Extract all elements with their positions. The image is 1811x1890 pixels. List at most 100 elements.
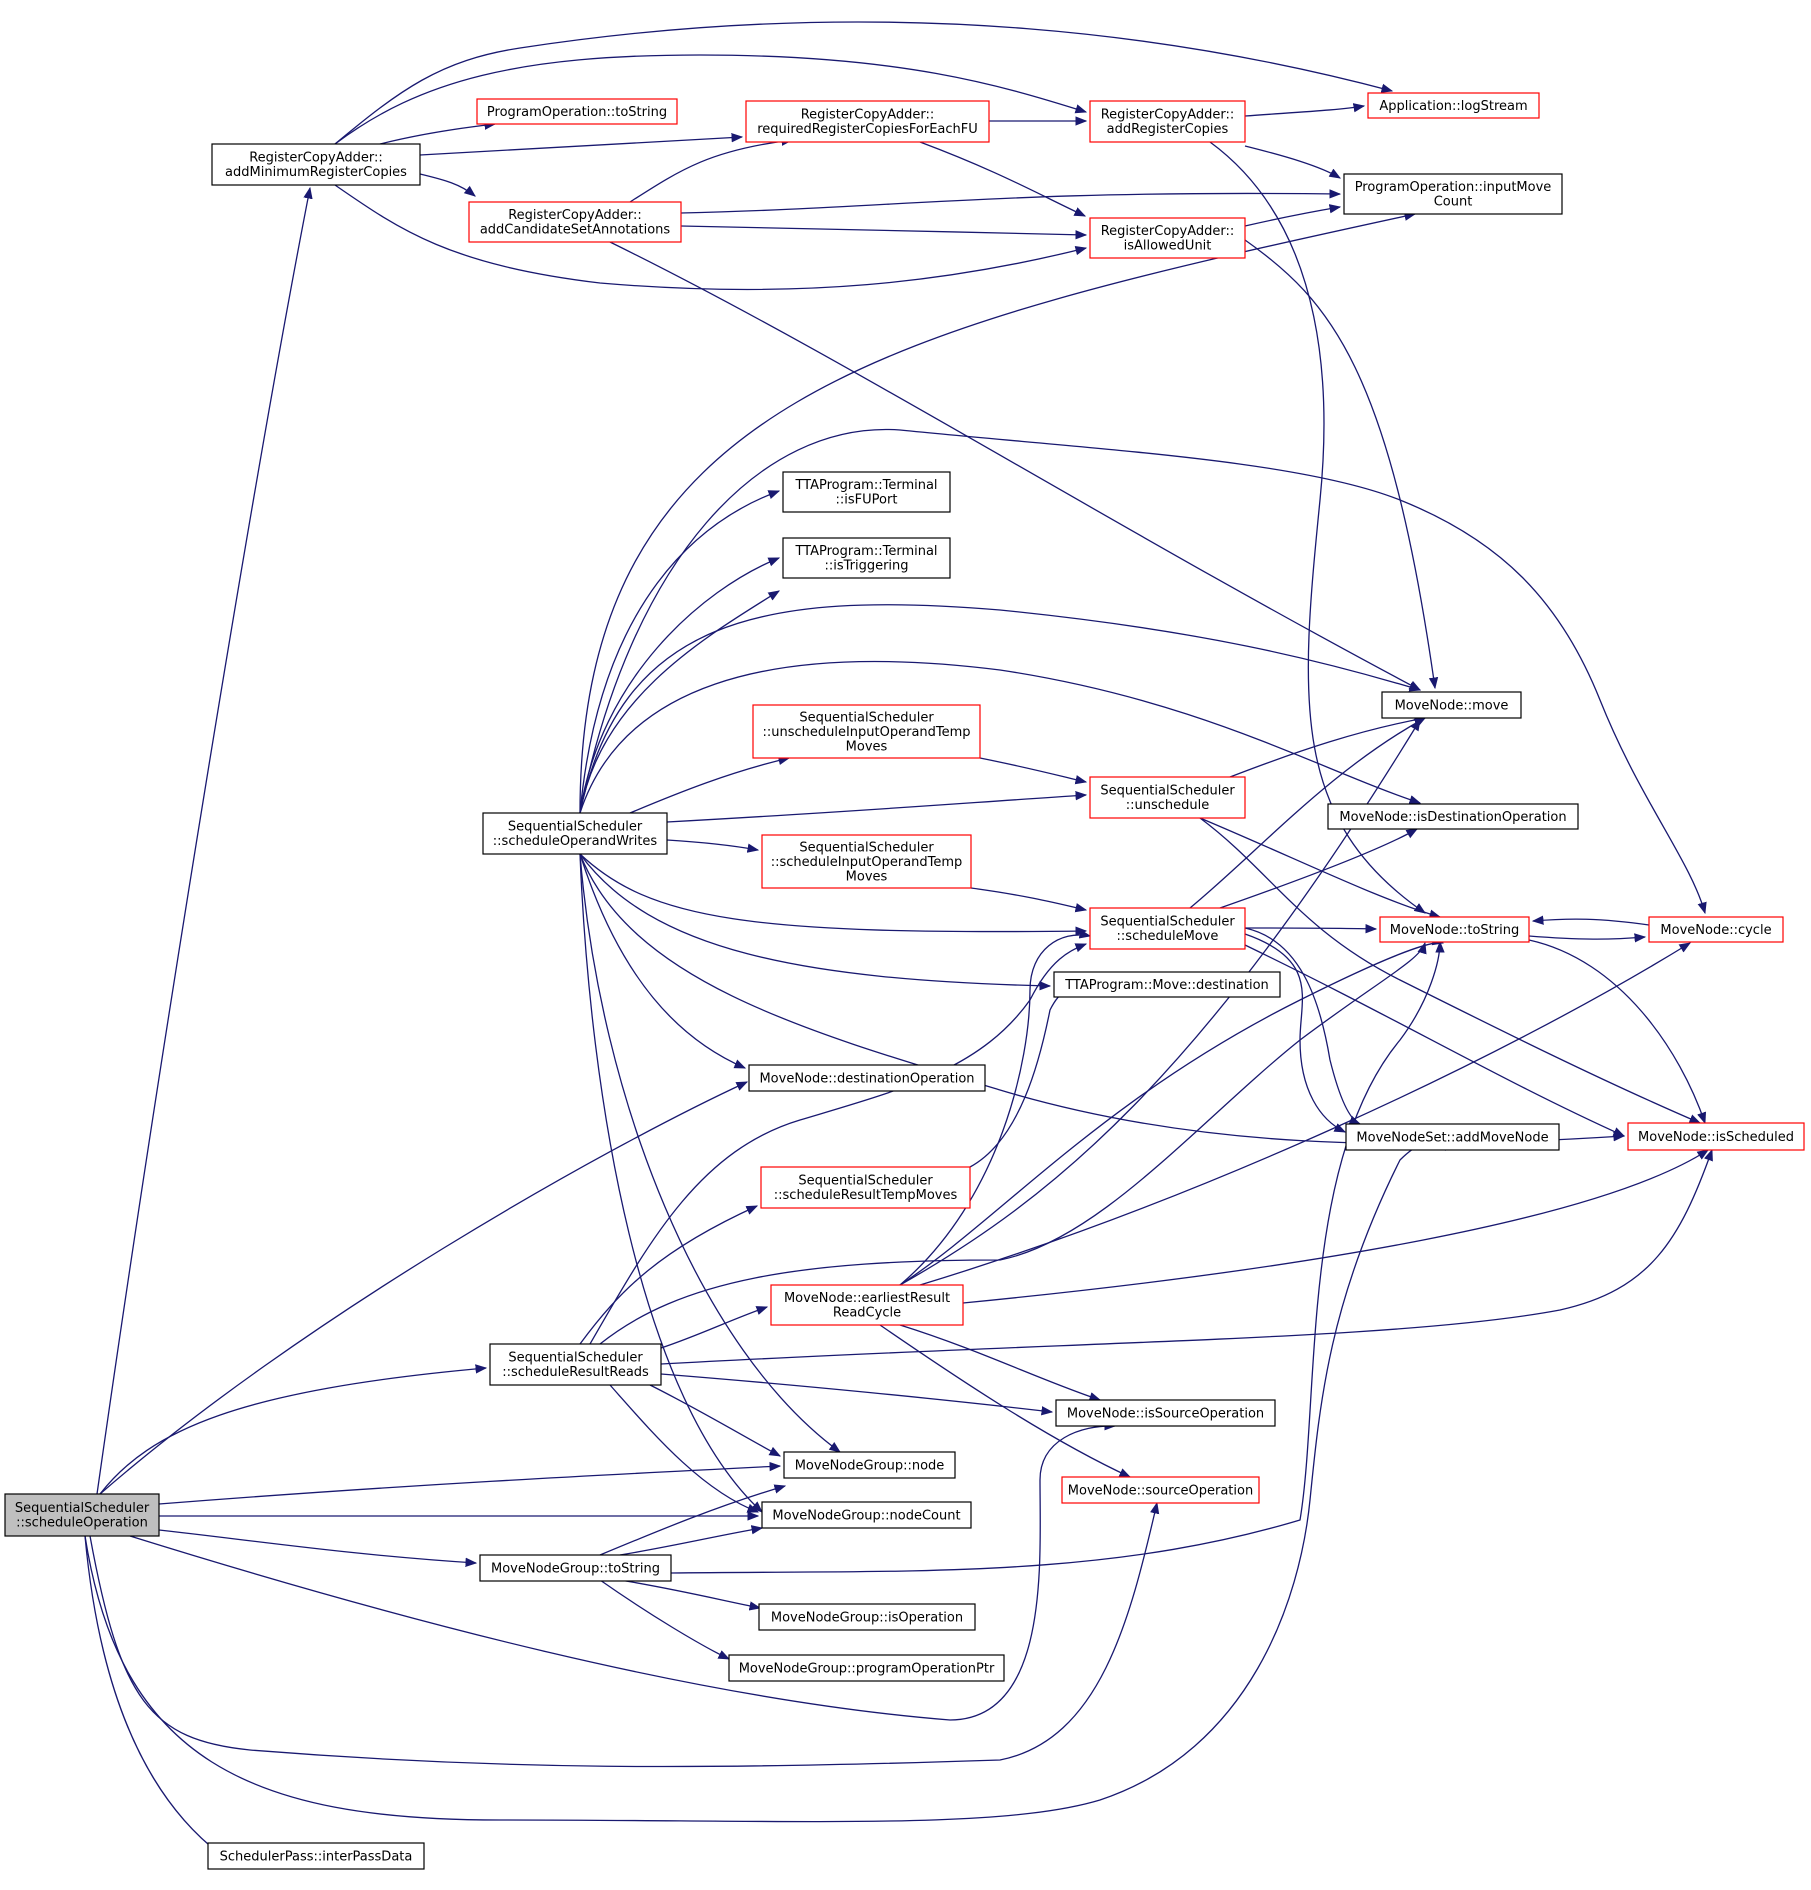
node-box <box>783 1451 956 1479</box>
graph-node-addMinimumRegisterCopies[interactable]: RegisterCopyAdder::addMinimumRegisterCop… <box>211 143 421 186</box>
node-label: TTAProgram::Terminal <box>794 478 937 493</box>
call-edge <box>129 1421 1117 1721</box>
call-edge <box>579 853 763 1513</box>
node-label: Application::logStream <box>1379 99 1527 114</box>
graph-node-destinationOperation[interactable]: MoveNode::destinationOperation <box>748 1064 986 1092</box>
node-label: ::scheduleOperandWrites <box>493 834 658 849</box>
graph-node-programOperationPtr[interactable]: MoveNodeGroup::programOperationPtr <box>728 1654 1005 1682</box>
graph-node-isFUPort[interactable]: TTAProgram::Terminal::isFUPort <box>782 471 951 513</box>
node-label: RegisterCopyAdder:: <box>1101 108 1235 123</box>
call-edge <box>579 428 1707 915</box>
graph-node-mngNodeCount[interactable]: MoveNodeGroup::nodeCount <box>761 1501 972 1529</box>
graph-node-mngIsOperation[interactable]: MoveNodeGroup::isOperation <box>758 1603 976 1631</box>
node-label: RegisterCopyAdder:: <box>249 151 383 166</box>
node-label: SequentialScheduler <box>1100 784 1235 799</box>
node-box <box>782 471 951 513</box>
graph-node-requiredRegisterCopies[interactable]: RegisterCopyAdder::requiredRegisterCopie… <box>745 100 990 143</box>
node-label: addCandidateSetAnnotations <box>480 223 671 238</box>
graph-node-poToString[interactable]: ProgramOperation::toString <box>476 98 678 125</box>
node-label: MoveNode::isScheduled <box>1638 1130 1794 1145</box>
node-box <box>1089 776 1246 819</box>
node-box <box>468 201 682 243</box>
call-edge <box>96 186 313 1495</box>
graph-node-interPassData[interactable]: SchedulerPass::interPassData <box>207 1842 425 1870</box>
call-edge <box>1199 817 1702 1124</box>
node-label: MoveNode::earliestResult <box>784 1291 950 1306</box>
node-label: MoveNodeGroup::nodeCount <box>772 1508 960 1523</box>
node-box <box>1345 1123 1560 1151</box>
graph-node-addMoveNode[interactable]: MoveNodeSet::addMoveNode <box>1345 1123 1560 1151</box>
graph-node-scheduleMove[interactable]: SequentialScheduler::scheduleMove <box>1089 907 1246 950</box>
graph-node-addRegisterCopies[interactable]: RegisterCopyAdder::addRegisterCopies <box>1089 100 1246 143</box>
call-edge <box>670 940 1445 1574</box>
graph-node-mnToString[interactable]: MoveNode::toString <box>1379 916 1530 943</box>
graph-node-moveDestination[interactable]: TTAProgram::Move::destination <box>1053 971 1281 998</box>
call-edge <box>666 791 1088 823</box>
node-label: ::isFUPort <box>836 493 898 508</box>
graph-node-unschedule[interactable]: SequentialScheduler::unschedule <box>1089 776 1246 819</box>
graph-node-isScheduled[interactable]: MoveNode::isScheduled <box>1627 1122 1805 1151</box>
call-edge <box>899 929 1092 1286</box>
graph-node-isTriggering[interactable]: TTAProgram::Terminal::isTriggering <box>782 537 951 579</box>
call-edge <box>660 1373 1054 1416</box>
node-label: ::scheduleMove <box>1117 929 1219 944</box>
graph-node-addCandidateSet[interactable]: RegisterCopyAdder::addCandidateSetAnnota… <box>468 201 682 243</box>
call-edge <box>629 136 794 203</box>
node-box <box>1648 916 1784 943</box>
node-box <box>1055 1399 1276 1427</box>
node-label: MoveNodeGroup::toString <box>491 1561 660 1576</box>
node-box <box>1343 173 1563 215</box>
graph-node-isSourceOperation[interactable]: MoveNode::isSourceOperation <box>1055 1399 1276 1427</box>
graph-node-sourceOperation[interactable]: MoveNode::sourceOperation <box>1061 1476 1260 1504</box>
call-edge <box>1229 715 1427 778</box>
node-label: ::isTriggering <box>824 559 908 574</box>
node-box <box>760 1166 971 1209</box>
node-label: Moves <box>846 869 888 884</box>
call-edge <box>879 1324 1132 1478</box>
node-box <box>1327 803 1579 830</box>
call-edge <box>334 54 1088 145</box>
call-edge <box>599 1579 731 1660</box>
node-box <box>1381 691 1522 719</box>
node-label: isAllowedUnit <box>1124 239 1212 254</box>
call-edge <box>629 755 791 814</box>
call-edge <box>970 887 1088 913</box>
call-edge <box>660 1306 769 1349</box>
node-box <box>207 1842 425 1870</box>
call-edge <box>1244 145 1342 179</box>
graph-node-unscheduleInputTemp[interactable]: SequentialScheduler::unscheduleInputOper… <box>752 704 981 759</box>
call-edge <box>649 1384 782 1457</box>
call-edge <box>579 853 1626 1145</box>
node-label: ::scheduleInputOperandTemp <box>771 855 963 870</box>
call-edge <box>99 1081 749 1495</box>
graph-node-mngNode[interactable]: MoveNodeGroup::node <box>783 1451 956 1479</box>
node-label: SchedulerPass::interPassData <box>220 1849 413 1864</box>
graph-node-scheduleResultTemp[interactable]: SequentialScheduler::scheduleResultTempM… <box>760 1166 971 1209</box>
graph-node-scheduleResultReads[interactable]: SequentialScheduler::scheduleResultReads <box>489 1343 662 1386</box>
call-edge <box>579 211 1417 814</box>
node-layer: SequentialScheduler::scheduleOperation Re… <box>4 92 1805 1870</box>
node-label: MoveNode::toString <box>1390 923 1519 938</box>
graph-node-mnMove[interactable]: MoveNode::move <box>1381 691 1522 719</box>
node-box <box>482 812 668 855</box>
node-box <box>4 1493 160 1537</box>
call-edge <box>579 853 1088 936</box>
node-label: MoveNode::isSourceOperation <box>1067 1406 1264 1421</box>
graph-node-mngToString[interactable]: MoveNodeGroup::toString <box>479 1554 672 1582</box>
graph-node-mnCycle[interactable]: MoveNode::cycle <box>1648 916 1784 943</box>
call-edge <box>666 839 760 853</box>
graph-node-isDestinationOperation[interactable]: MoveNode::isDestinationOperation <box>1327 803 1579 830</box>
graph-node-isAllowedUnit[interactable]: RegisterCopyAdder::isAllowedUnit <box>1089 217 1246 259</box>
call-edge <box>579 853 1052 991</box>
node-label: MoveNode::destinationOperation <box>759 1071 974 1086</box>
graph-node-scheduleInputTemp[interactable]: SequentialScheduler::scheduleInputOperan… <box>761 834 972 889</box>
graph-node-scheduleOperandWrites[interactable]: SequentialScheduler::scheduleOperandWrit… <box>482 812 668 855</box>
call-edge <box>680 189 1342 214</box>
call-edge <box>589 943 1088 1345</box>
graph-node-scheduleOperation[interactable]: SequentialScheduler::scheduleOperation <box>4 1493 160 1537</box>
call-edge <box>419 133 744 156</box>
graph-node-logStream[interactable]: Application::logStream <box>1367 92 1540 119</box>
